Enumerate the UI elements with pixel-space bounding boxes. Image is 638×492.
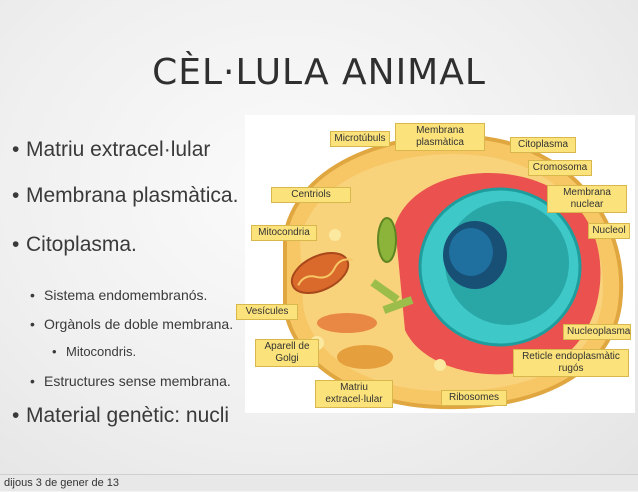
- bullet-membrana: •Membrana plasmàtica.: [12, 184, 239, 207]
- slide-title: CÈL·LULA ANIMAL: [152, 52, 486, 93]
- label-aparell-golgi: Aparell de Golgi: [255, 339, 319, 367]
- label-nucleoplasma: Nucleoplasma: [563, 324, 631, 340]
- label-microtubuls: Microtúbuls: [330, 131, 390, 147]
- bullet-organols: •Orgànols de doble membrana.: [30, 316, 234, 332]
- label-citoplasma: Citoplasma: [510, 137, 576, 153]
- label-cromosoma: Cromosoma: [528, 160, 592, 176]
- label-matriu: Matriu extracel·lular: [315, 380, 393, 408]
- bullet-estructures: •Estructures sense membrana.: [30, 373, 231, 389]
- label-vesicules: Vesícules: [236, 304, 298, 320]
- cell-diagram: Membrana plasmàtica Microtúbuls Citoplas…: [236, 115, 635, 413]
- label-mitocondria: Mitocondria: [251, 225, 317, 241]
- slide: CÈL·LULA ANIMAL •Matriu extracel·lular •…: [0, 0, 638, 474]
- label-centriols: Centriols: [271, 187, 351, 203]
- bullet-mitocondris: •Mitocondris.: [52, 344, 137, 359]
- label-membrana-nuclear: Membrana nuclear: [547, 185, 627, 213]
- bullet-matriu: •Matriu extracel·lular: [12, 138, 211, 161]
- cell-illustration: [283, 134, 624, 410]
- label-ribosomes: Ribosomes: [441, 390, 507, 406]
- footer-date: dijous 3 de gener de 13: [0, 474, 638, 491]
- bullet-nucli: •Material genètic: nucli: [12, 404, 230, 427]
- label-membrana-plasmatica: Membrana plasmàtica: [395, 123, 485, 151]
- bullet-endomembranos: •Sistema endomembranós.: [30, 287, 208, 303]
- label-reticle: Reticle endoplasmàtic rugós: [513, 349, 629, 377]
- bullet-citoplasma: •Citoplasma.: [12, 233, 137, 256]
- label-nucleol: Nucleol: [588, 223, 630, 239]
